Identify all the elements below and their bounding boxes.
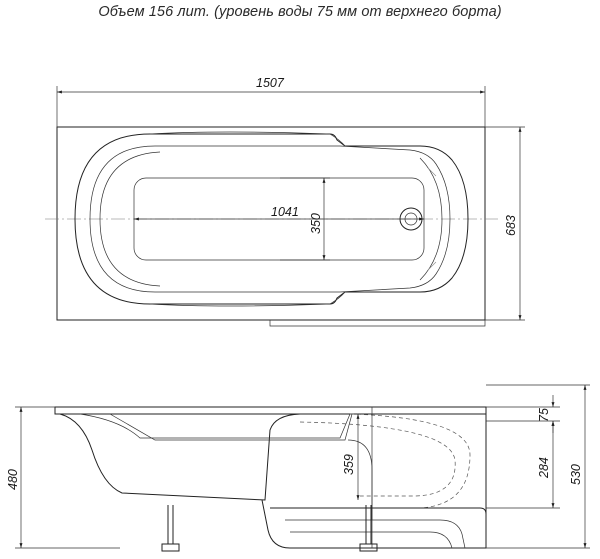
dim-overall-width: 683 (485, 126, 525, 321)
dim-inner-depth: 359 (342, 414, 360, 500)
side-view-lower-panel (270, 507, 487, 548)
dim-water-offset: 75 (486, 395, 560, 433)
dim-tile-depth: 284 (486, 421, 560, 509)
dim-inner-width-label: 350 (309, 213, 323, 234)
top-view-foot-contour (419, 157, 443, 281)
left-leg (167, 505, 174, 544)
top-view-headrest-contour (99, 151, 161, 287)
top-view-inner-contour (89, 145, 451, 293)
top-view-right-armrest (149, 291, 346, 307)
right-leg (365, 505, 372, 544)
dim-inner-depth-label: 359 (342, 454, 356, 475)
dim-overall-length-label: 1507 (256, 76, 285, 90)
side-view-dashed-contour (349, 413, 471, 509)
side-view (54, 406, 487, 552)
dim-overall-width-label: 683 (504, 215, 518, 236)
dim-inner-length-label: 1041 (271, 205, 299, 219)
side-view-panel-groove-2 (290, 531, 453, 549)
top-view-panel-tab (269, 320, 486, 327)
side-view-basin-floor (109, 413, 353, 441)
dim-tile-depth-label: 284 (537, 457, 551, 479)
dim-water-offset-label: 75 (537, 408, 551, 422)
top-view-left-armrest (149, 131, 346, 147)
dim-front-height: 480 (6, 406, 120, 549)
side-view-panel-groove (285, 519, 466, 549)
dim-total-height-label: 530 (569, 464, 583, 485)
top-view-foot-inner (427, 167, 437, 271)
side-view-shell (59, 413, 487, 549)
top-view-basin-outline (74, 133, 469, 305)
side-view-rim (54, 406, 487, 415)
side-view-dashed-contour-2 (299, 421, 456, 497)
drawing-caption: Объем 156 лит. (уровень воды 75 мм от ве… (98, 4, 502, 20)
top-view (45, 126, 498, 327)
dim-front-height-label: 480 (6, 469, 20, 490)
left-leg-foot (161, 543, 180, 552)
top-view-outer-rim (56, 126, 486, 321)
dim-inner-length: 1041 (134, 205, 424, 221)
side-view-inner-basin (79, 413, 351, 439)
right-leg-foot (359, 543, 378, 552)
dim-overall-length: 1507 (56, 76, 486, 127)
dim-total-height: 530 (486, 384, 590, 549)
